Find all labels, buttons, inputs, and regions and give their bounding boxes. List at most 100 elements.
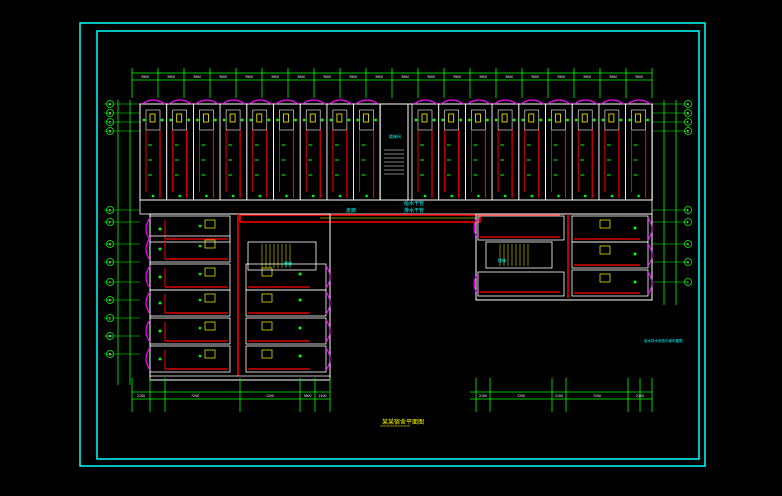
left-axis-label: G — [109, 242, 112, 246]
dorm-room — [149, 289, 231, 317]
window-arc — [355, 99, 379, 105]
right-axis-label: G — [687, 242, 690, 246]
window-arc — [520, 99, 544, 105]
left-axis-label: D — [109, 129, 112, 133]
top-dim-label: 3900 — [609, 75, 617, 79]
drain-point — [592, 118, 596, 122]
fixture — [202, 113, 209, 123]
bathroom — [225, 109, 241, 131]
window-arc — [145, 217, 151, 241]
bottom-dim-label: 2100 — [318, 394, 326, 398]
bathroom — [305, 109, 321, 131]
dorm-room — [438, 103, 466, 201]
bottom-dim-label: 2100 — [137, 394, 145, 398]
right-axis-bubble — [684, 278, 692, 286]
fixture — [555, 113, 561, 123]
drain-point — [187, 118, 191, 122]
drain-point — [557, 194, 560, 198]
drain-point — [365, 194, 368, 198]
dorm-room — [411, 103, 440, 201]
drain-point — [198, 272, 202, 276]
window-arc — [145, 347, 151, 371]
drain-point — [198, 326, 202, 330]
drain-point — [432, 118, 436, 122]
window-arc — [493, 99, 518, 105]
fixture — [229, 113, 236, 123]
fixture — [635, 113, 641, 123]
drain-point — [628, 118, 631, 122]
north-wing — [139, 99, 653, 215]
dorm-room — [139, 103, 168, 201]
window-arc — [248, 99, 272, 105]
window-arc — [275, 99, 299, 105]
right-axis-bubble — [684, 258, 692, 266]
top-dimension-ticks — [131, 68, 653, 98]
left-axis-bubble — [106, 278, 114, 286]
drain-point — [142, 118, 146, 122]
left-axis-lines — [117, 100, 131, 385]
left-axis-bubble — [106, 296, 114, 304]
bathroom — [332, 109, 348, 131]
drawing-note: 给水排水系统平面布置图 — [644, 338, 683, 343]
bathroom — [252, 109, 268, 131]
drain-point — [276, 118, 279, 122]
window-arc — [473, 273, 479, 295]
drain-point — [610, 194, 614, 198]
left-axis-label: F — [109, 220, 111, 224]
drain-point — [311, 194, 315, 198]
dorm-room — [477, 271, 565, 297]
window-arc — [325, 265, 331, 289]
dorm-room — [149, 345, 231, 373]
left-axis-label: A — [109, 102, 112, 106]
dorm-room — [326, 103, 354, 201]
drain-point — [222, 118, 226, 122]
window-arc — [325, 347, 331, 371]
drawing-title: 某某宿舍平面图 — [382, 418, 424, 426]
drain-point — [423, 194, 427, 198]
dorm-room — [149, 235, 231, 263]
fixture — [448, 113, 455, 123]
bathroom — [199, 109, 214, 131]
drain-point — [178, 194, 181, 198]
bottom-dim-label: 7200 — [593, 394, 601, 398]
left-axis-bubble — [106, 100, 114, 108]
drain-point — [468, 118, 471, 122]
window-arc — [440, 99, 464, 105]
dorm-room — [571, 241, 649, 269]
drain-point — [548, 118, 551, 122]
right-axis-label: H — [687, 260, 690, 264]
window-arc — [145, 291, 151, 315]
window-arc — [145, 237, 151, 261]
drain-point — [374, 118, 377, 122]
right-axis-bubble — [684, 127, 692, 135]
fixture — [599, 273, 611, 283]
drain-point — [574, 118, 578, 122]
top-dim-label: 3900 — [505, 75, 513, 79]
left-axis-label: E — [109, 208, 111, 212]
drain-point — [298, 298, 302, 302]
bathroom — [471, 109, 486, 131]
drain-point — [240, 118, 244, 122]
fixture — [204, 349, 216, 359]
right-axis-bubble — [684, 100, 692, 108]
dorm-room — [245, 317, 327, 345]
fixture — [581, 113, 588, 123]
window-arc — [647, 243, 653, 267]
fixture — [599, 245, 611, 255]
corridor-label: 走廊 — [346, 207, 356, 214]
top-dim-label: 3900 — [297, 75, 305, 79]
drain-point — [637, 194, 640, 198]
left-axis-label: N — [109, 352, 112, 356]
right-axis-bubble — [684, 218, 692, 226]
fixture — [608, 113, 615, 123]
east-wing: 楼梯 — [473, 213, 653, 301]
dorm-room — [353, 103, 381, 201]
east-stair-label: 楼梯 — [498, 257, 506, 263]
top-dim-label: 3900 — [323, 75, 331, 79]
window-arc — [573, 99, 598, 105]
dorm-room — [273, 103, 301, 201]
top-dim-label: 3900 — [349, 75, 357, 79]
fixture — [204, 321, 216, 331]
window-arc — [145, 265, 151, 289]
west-stair — [247, 241, 317, 271]
